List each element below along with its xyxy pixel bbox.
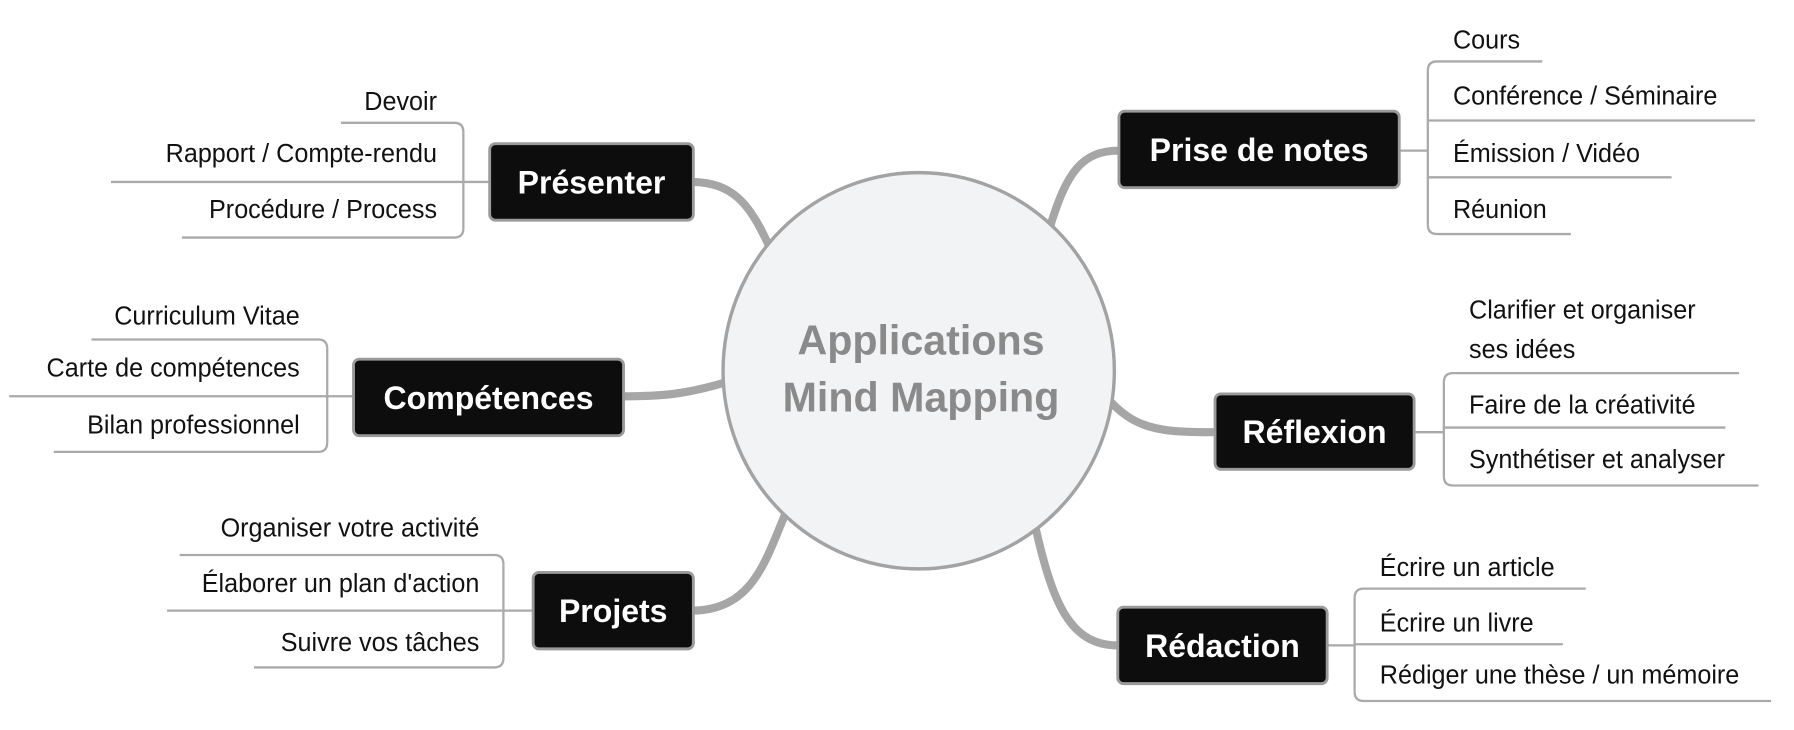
leaf-item[interactable]: Devoir	[364, 88, 437, 116]
leaf-item[interactable]: Carte de compétences	[47, 354, 300, 382]
leaf-underline	[179, 553, 505, 565]
leaf-item[interactable]: Synthétiser et analyser	[1469, 446, 1726, 474]
leaf-underline	[253, 658, 505, 669]
branch-node-presenter[interactable]	[488, 142, 695, 222]
leaf-item[interactable]: Écrire un article	[1380, 553, 1555, 582]
branch-node-prise-de-notes[interactable]	[1117, 109, 1401, 190]
leaf-underline	[1353, 587, 1586, 598]
leaf-underline	[1353, 691, 1772, 703]
leaf-item[interactable]: Émission / Vidéo	[1453, 139, 1640, 168]
leaf-underline	[1442, 476, 1759, 487]
center-circle	[721, 170, 1117, 571]
connector-competences	[619, 378, 730, 401]
leaf-item[interactable]: Curriculum Vitae	[114, 302, 300, 330]
branch-label-prise-de-notes[interactable]: Prise de notes	[1150, 132, 1369, 168]
leaf-item[interactable]: Clarifier et organiser	[1469, 297, 1696, 325]
branch-label-presenter[interactable]: Présenter	[518, 164, 666, 200]
leaf-underline	[181, 228, 465, 239]
leaf-item[interactable]: Suivre vos tâches	[281, 629, 480, 657]
center-title-line2: Mind Mapping	[783, 373, 1060, 420]
leaf-underline	[53, 442, 329, 454]
center-title-line1: Applications	[797, 316, 1044, 363]
leaf-item[interactable]: Cours	[1453, 27, 1520, 55]
branch-label-competences[interactable]: Compétences	[384, 380, 594, 416]
leaf-underline	[340, 121, 465, 133]
connector-prise-de-notes	[1046, 146, 1123, 231]
leaf-item[interactable]: Procédure / Process	[209, 196, 437, 224]
leaf-underline	[1426, 224, 1571, 236]
leaf-item[interactable]: Élaborer un plan d'action	[202, 569, 480, 598]
branch-label-reflexion[interactable]: Réflexion	[1243, 414, 1387, 450]
leaf-item[interactable]: Réunion	[1453, 196, 1547, 224]
leaf-item[interactable]: Écrire un livre	[1380, 608, 1534, 637]
branch-node-projets[interactable]	[531, 570, 695, 651]
leaf-underline	[1426, 60, 1543, 71]
leaf-item[interactable]: Rédiger une thèse / un mémoire	[1380, 661, 1740, 689]
branch-label-redaction[interactable]: Rédaction	[1145, 628, 1300, 664]
leaf-underline	[1442, 371, 1740, 383]
connectors	[619, 146, 1220, 650]
branch-node-competences[interactable]	[352, 357, 625, 438]
branch-label-projets[interactable]: Projets	[559, 593, 668, 629]
leaf-underline	[91, 338, 329, 349]
leaf-item[interactable]: Bilan professionnel	[87, 411, 300, 439]
connector-reflexion	[1108, 399, 1220, 437]
leaf-item[interactable]: Organiser votre activité	[221, 514, 480, 542]
connector-presenter	[689, 177, 773, 250]
branch-node-reflexion[interactable]	[1213, 392, 1416, 471]
leaf-item[interactable]: ses idées	[1469, 336, 1575, 364]
branch-node-redaction[interactable]	[1116, 605, 1329, 686]
center-topic[interactable]: Applications Mind Mapping	[721, 170, 1117, 571]
connector-projets	[689, 505, 792, 615]
leaf-item[interactable]: Faire de la créativité	[1469, 392, 1696, 420]
leaf-item[interactable]: Conférence / Séminaire	[1453, 82, 1717, 110]
leaf-item[interactable]: Rapport / Compte-rendu	[166, 140, 437, 168]
connector-redaction	[1031, 523, 1122, 650]
